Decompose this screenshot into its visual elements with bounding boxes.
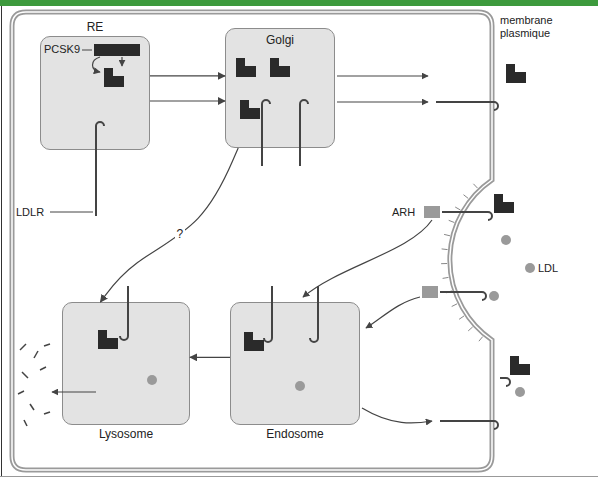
pcsk9-protein [244,332,264,351]
pcsk9-protein [494,194,514,213]
clathrin-coat [464,195,469,199]
ldlr-receptor [442,212,492,220]
secreted-pcsk9 [506,64,526,83]
compartment-box: Golgi [225,28,335,148]
clathrin-coat [459,316,464,319]
compartment-box: Lysosome [62,302,190,425]
clathrin-coat [449,220,455,222]
protein-fragments [24,420,27,426]
transport-arrow [100,148,238,302]
plasma-membrane [12,12,492,470]
part-label: LDLR [16,206,44,219]
ldlr-receptor [500,378,510,386]
plasma-membrane [12,12,492,470]
pcsk9-protein [236,58,256,77]
cleavage-arrow [121,57,122,66]
ldlr-receptor [300,100,308,166]
ldlr-receptor [436,102,498,110]
transport-arrow [150,100,225,101]
clathrin-coat [443,277,449,278]
clathrin-coat [446,291,452,293]
golgi-contents [236,58,526,166]
lysosome-contents [18,286,157,426]
title-band [0,0,598,6]
ldl-particle [489,291,499,301]
re-contents [50,44,140,216]
ldl-particle [295,381,305,391]
endocytosis-arrow [366,297,420,328]
pcsk9-protein [98,330,118,349]
clathrin-coat [468,327,473,331]
leader-line [82,50,92,51]
protein-fragments [20,344,26,350]
endosome-contents [244,286,498,429]
part-label: LDL [538,262,558,275]
compartment-name: RE [41,20,149,34]
pcsk9-protein [510,356,530,375]
clathrin-coat [473,184,477,188]
ldlr-receptor [440,421,498,429]
frame-line [0,476,598,477]
part-label: PCSK9 [44,43,80,56]
clathrin-coat [441,263,447,264]
part-label: ARH [392,206,415,219]
protein-fragments [34,351,38,358]
protein-fragments [18,391,24,394]
clathrin-coat [442,248,448,250]
compartment-box: Endosome [230,302,360,425]
protein-fragments [18,344,50,426]
transport-arrow [190,357,230,358]
leader-line [50,212,93,213]
secretion-arrow [337,75,428,76]
surface-complexes [303,194,535,397]
protein-fragments [44,412,50,414]
ldlr-receptor [440,292,486,300]
secretion-arrow [337,101,428,102]
transport-arrow [150,75,225,76]
pcsk9-protein [104,68,124,87]
ldlr-receptor [120,286,128,340]
edge-label: ? [175,227,186,241]
cleavage-arrow [93,57,101,72]
clathrin-coat [441,184,483,341]
pcsk9-proprotein [94,44,140,56]
clathrin-coat [479,337,483,342]
compartment-name: Golgi [226,33,334,47]
plasma-membrane [12,12,492,470]
ldl-particle [501,235,511,245]
protein-fragments [44,344,50,346]
arh-adaptor [424,206,440,218]
ldl-particle [147,375,157,385]
frame-line [1,6,2,476]
clathrin-coat [444,234,450,235]
ldlr-receptor [96,122,104,216]
ldlr-receptor [310,286,318,342]
ldl-particle [525,263,535,273]
degradation-arrow [52,391,96,392]
compartment-name: Endosome [231,427,359,441]
ldlr-receptor [262,100,270,166]
clathrin-coat [452,304,457,307]
endocytosis-arrow [303,220,432,297]
pcsk9-protein [240,100,260,119]
arh-adaptor [422,286,438,298]
compartment-name: Lysosome [63,427,189,441]
protein-fragments [22,372,28,378]
recycling-arrow [362,408,432,423]
part-label: membrane plasmique [500,14,564,40]
clathrin-coat [455,207,460,210]
pcsk9-protein [270,58,290,77]
protein-fragments [40,367,46,370]
ldlr-receptor [264,286,272,342]
protein-fragments [30,404,34,410]
ldl-particle [515,387,525,397]
